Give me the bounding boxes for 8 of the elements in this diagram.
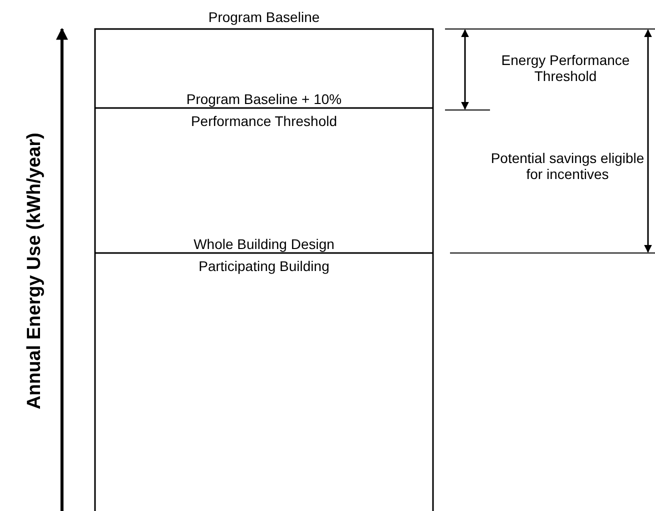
chart-label: Program Baseline + 10%: [185, 91, 343, 107]
chart-label: Performance Threshold: [190, 113, 338, 129]
axis-title: Annual Energy Use (kWh/year): [24, 132, 46, 412]
chart-label: Whole Building Design: [192, 236, 336, 252]
chart-label: Participating Building: [198, 258, 330, 274]
dimension-label: Energy Performance Threshold: [500, 52, 631, 84]
chart-label: Program Baseline: [207, 9, 321, 25]
dimension-label: Potential savings eligible for incentives: [490, 150, 645, 182]
